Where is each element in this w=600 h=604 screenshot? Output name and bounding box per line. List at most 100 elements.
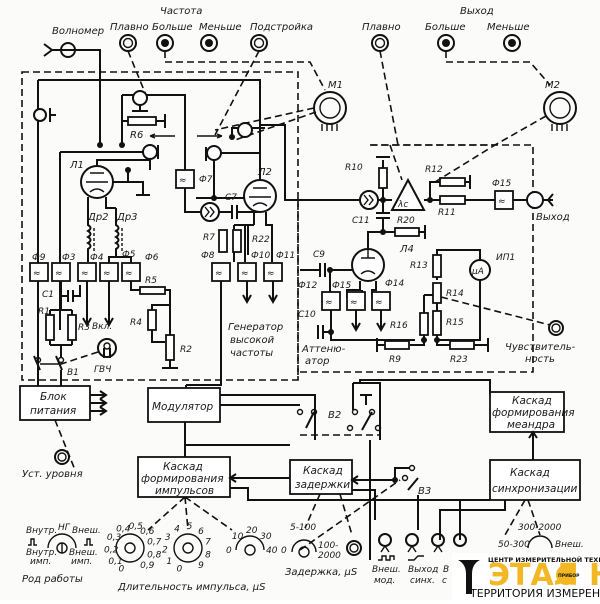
jack-ext-mod[interactable] [378,533,392,553]
pulse-width-knob-2[interactable] [173,533,203,563]
jack-sync-in[interactable] [431,533,445,553]
mode-ext-pulse-label-2: имп. [71,557,92,567]
hf-generator-boundary [21,71,299,381]
svg-text:≈: ≈ [325,298,333,308]
delay-title: Задержка, μS [285,567,358,578]
svg-text:≈: ≈ [498,197,506,207]
meter-section: R13 R14 R16 R15 R9 R23 ИП1 μA [376,249,515,365]
m2-label: M2 [545,80,560,91]
delay-label-1: Каскад [303,465,343,477]
f15-l4-label: Ф15 [332,281,351,291]
delay-zero-label: 0 [281,546,287,556]
mode-center-label: НГ [58,523,71,533]
sync-in-label-1: В [443,565,449,575]
freq-trim-knob[interactable] [250,34,268,52]
output-more-label: Больше [425,22,466,33]
knob-tick-label: 3 [165,533,171,543]
freq-motor-link [164,51,326,91]
delay-knob-links [304,493,353,536]
hf-gen-short-label: ГВЧ [94,365,111,375]
knob-tick-label: 0,1 [108,557,122,567]
pulse-width-knob-1[interactable] [115,533,145,563]
knob-tick-label: 0,5 [129,522,144,532]
jack-sync-out[interactable] [405,533,419,553]
attenuator-label-1: Аттеню- [301,344,346,355]
c1-label: C1 [42,290,54,300]
hf-generator-label-2: высокой [230,335,275,346]
sensitivity-knob[interactable] [548,320,564,336]
output-smooth-label: Плавно [362,22,401,33]
switch-b2[interactable]: B2 [296,382,382,440]
output-smooth-link [379,50,399,146]
freq-more-button[interactable] [156,34,174,52]
sync-knob-links [504,499,541,536]
output-smooth-knob[interactable] [371,34,389,52]
sync-knob[interactable] [527,535,553,549]
svg-text:≈: ≈ [241,269,249,279]
output-motor-link [445,51,551,86]
f10-label: Ф10 [251,251,270,261]
pulse-width-knob-3[interactable] [235,535,265,556]
switch-b3[interactable]: B3 [392,464,431,531]
meter-unit: μA [471,267,484,277]
meander-label-3: меандра [507,419,555,431]
r13-label: R13 [410,261,428,271]
meander-block: Каскад формирования меандра [489,391,575,460]
freq-smooth-knob[interactable] [119,34,137,52]
r6-label: R6 [130,130,143,141]
freq-less-button[interactable] [200,34,218,52]
output-connector-label: Выход [536,212,570,223]
pulse-forming-label-1: Каскад [163,461,203,473]
delay-block: Каскад задержки [289,440,395,560]
meander-label-1: Каскад [512,395,552,407]
freq-trim-label: Подстройка [250,22,313,33]
dr3-label: Др3 [116,212,138,223]
mode-ext-pulse-label-1: Внеш. [69,548,98,558]
r6-assembly: R6 [119,90,223,175]
mode-int-pulse-label-1: Внутр. [26,548,57,558]
r14-label: R14 [446,289,464,299]
hf-power-switch[interactable]: Вкл. ГВЧ [92,322,117,375]
knob-tick-label: 40 [266,546,278,556]
level-set-knob[interactable] [54,449,70,465]
knob-tick-label: 30 [260,532,272,542]
power-supply-label-1: Блок [40,391,67,403]
output-more-button[interactable] [437,34,455,52]
delay-knob[interactable] [291,539,317,558]
mode-knob[interactable] [47,533,77,554]
r4-label: R4 [130,318,142,328]
delay-b3-link [299,479,401,551]
svg-text:≈: ≈ [350,298,358,308]
r5-label: R5 [145,276,157,286]
knob-tick-label: 0,8 [147,550,162,560]
knob-tick-label: 8 [205,550,211,560]
attenuator-boundary [298,144,534,373]
f3-label: Ф3 [62,253,76,263]
freq-smooth-label: Плавно [110,22,149,33]
switch-b1[interactable]: B1 [33,355,79,378]
delay-fine-knob[interactable] [346,540,362,556]
trim-link [214,50,260,136]
l4-section: C11 R20 Л4 C9 Ф12 Ф15 Ф14 ≈ ≈ ≈ C10 Атте… [298,200,426,367]
level-set-label: Уст. уровня [22,469,83,480]
choke-dr3: Др3 [110,208,138,258]
modulator-label: Модулятор [152,401,214,413]
f7-label: Ф7 [199,175,213,185]
jack-4[interactable] [453,533,467,547]
b2-label: B2 [328,410,341,421]
logo-badge: ПРИБОР [558,573,580,579]
knob-tick-label: 0,3 [107,533,122,543]
f9-label: Ф9 [32,253,46,263]
svg-text:≈: ≈ [125,269,133,279]
l2-section: ≈ Ф7 C7 Л2 [175,122,298,262]
f14-label: Ф14 [385,279,404,289]
freq-less-label: Меньше [199,22,242,33]
m1-shaft-link [214,107,315,131]
r12-link [434,144,496,183]
r11-label: R11 [438,208,456,218]
svg-text:≈: ≈ [179,176,187,186]
sensitivity-link [440,296,551,326]
motor-m1: M1 [313,80,347,131]
output-less-button[interactable] [503,34,521,52]
r7-label: R7 [203,233,215,243]
